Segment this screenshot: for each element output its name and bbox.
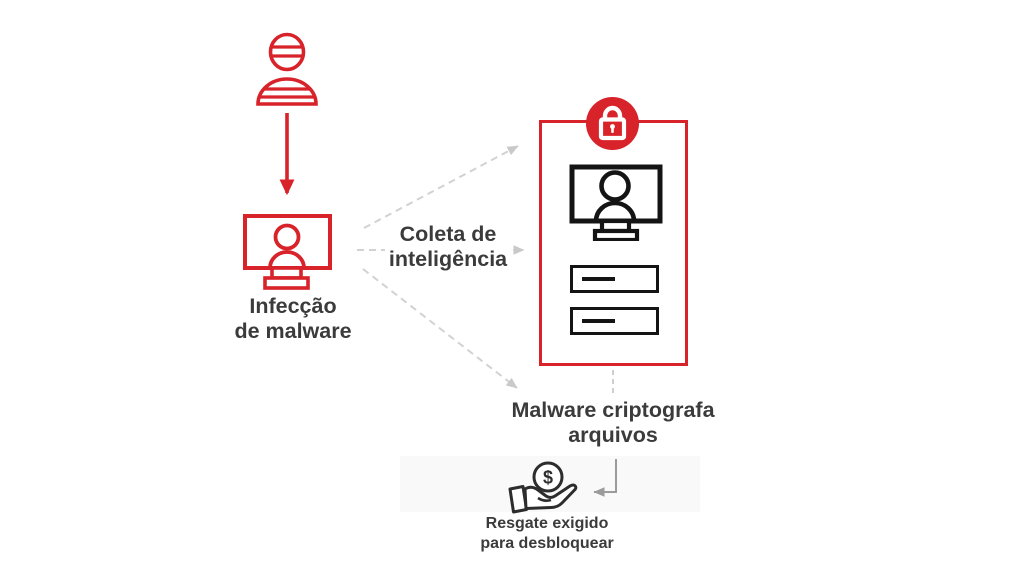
encrypted-file-row-2 [570, 307, 659, 335]
thumb-line [537, 496, 552, 502]
ransom-label: Resgate exigido para desbloquear [480, 515, 614, 552]
intelligence-label: Coleta de inteligência [385, 221, 511, 273]
file-line-icon [582, 319, 615, 323]
ransom-payment-icon: $ [508, 461, 578, 514]
padlock-badge-icon [586, 97, 639, 150]
system-monitor-icon [569, 164, 663, 241]
encryption-to-ransom-arrow [593, 459, 617, 497]
encryption-label: Malware criptografa arquivos [511, 398, 715, 447]
dollar-symbol: $ [543, 468, 553, 488]
infection-label: Infecção de malware [234, 294, 352, 343]
intel-arrow-bottom [362, 268, 518, 389]
encrypted-file-row-1 [570, 265, 659, 293]
intel-arrow-top [363, 145, 519, 229]
file-line-icon [582, 277, 615, 281]
hand-palm [523, 483, 578, 510]
shirt-stripes [258, 87, 316, 99]
attacker-icon [256, 32, 318, 106]
encrypted-system-box [539, 120, 688, 366]
infected-computer-icon [243, 214, 332, 290]
mask-stripes [271, 45, 303, 58]
